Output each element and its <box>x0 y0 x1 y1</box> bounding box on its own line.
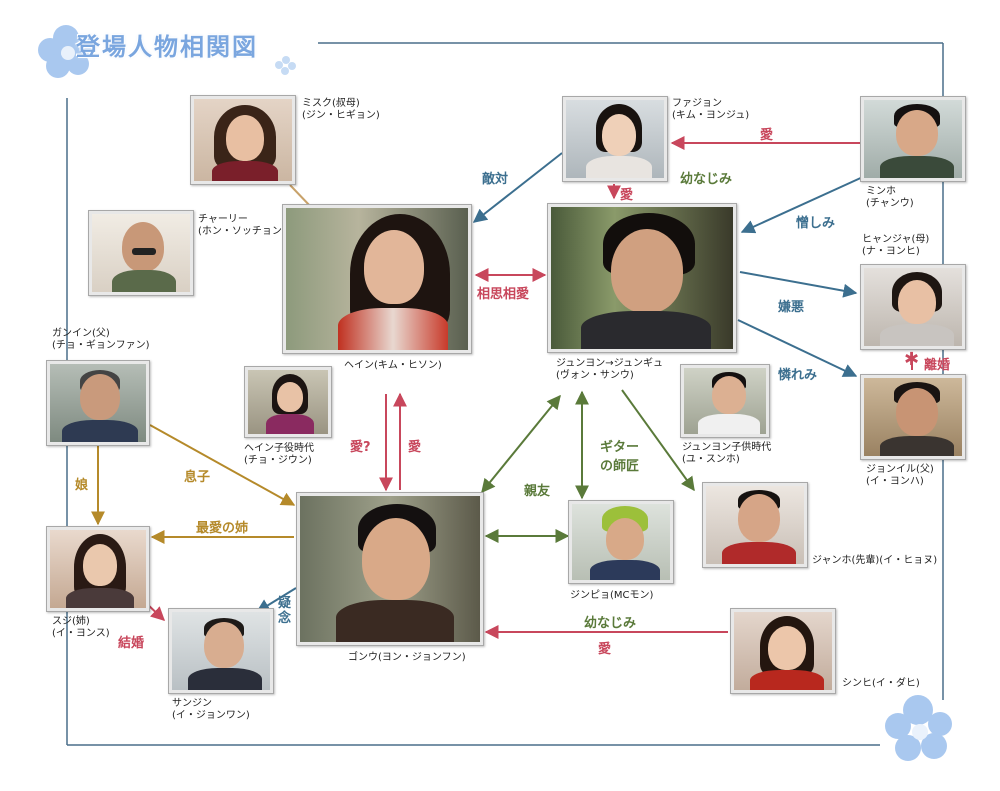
relation-nikushimi: 憎しみ <box>796 216 836 231</box>
relation-soushisouai: 相思相愛 <box>477 287 530 302</box>
relation-osananajimi-1: 幼なじみ <box>680 172 733 187</box>
photo-shinhi <box>730 608 836 694</box>
photo-janho <box>702 482 808 568</box>
caption-junyonkid: ジュンヨン子供時代(ユ・スンホ) <box>682 442 772 465</box>
relation-rikon: 離婚 <box>924 358 951 373</box>
photo-junyon <box>547 203 737 353</box>
caption-sanjin: サンジン(イ・ジョンワン) <box>172 698 250 721</box>
relation-keno: 嫌悪 <box>778 300 805 315</box>
flower-icon <box>275 56 296 75</box>
caption-minho: ミンホ(チャンウ) <box>866 186 914 209</box>
relation-ai-hwajion: 愛 <box>620 188 634 203</box>
caption-misuku: ミスク(叔母)(ジン・ヒギョン) <box>302 98 380 121</box>
photo-heinkid <box>244 366 332 438</box>
relation-ai-shinhi: 愛 <box>598 642 612 657</box>
caption-ganin: ガンイン(父)(チョ・ギョンファン) <box>52 328 150 351</box>
relation-musuko: 息子 <box>184 470 211 485</box>
relation-guitar-2: の師匠 <box>600 459 640 474</box>
photo-gonu <box>296 492 484 646</box>
relation-arrows <box>91 136 913 639</box>
relation-kenen: 疑念 <box>278 596 292 626</box>
caption-shinhi: シンヒ(イ・ダヒ) <box>842 678 920 689</box>
caption-jonil: ジョンイル(父)(イ・ヨンハ) <box>866 464 934 487</box>
relation-saiai: 最愛の姉 <box>196 521 249 536</box>
relation-ai-q: 愛? <box>350 440 371 455</box>
caption-hwajion: ファジョン(キム・ヨンジュ) <box>672 98 750 121</box>
flower-icon <box>885 695 952 761</box>
relation-guitar-1: ギター <box>600 440 640 455</box>
caption-hyanja: ヒャンジャ(母)(ナ・ヨンヒ) <box>862 234 930 257</box>
photo-misuku <box>190 95 296 185</box>
relation-ai-hein: 愛 <box>408 440 422 455</box>
relation-tekitai: 敵対 <box>482 172 509 187</box>
photo-jinpyo <box>568 500 674 584</box>
photo-suji <box>46 526 150 612</box>
photo-junyonkid <box>680 364 770 438</box>
cross-mark-icon: ✱ <box>904 349 920 370</box>
caption-jinpyo: ジンピョ(MCモン) <box>570 590 654 601</box>
caption-hein: ヘイン(キム・ヒソン) <box>344 360 442 371</box>
caption-junyon: ジュンヨン→ジュンギュ(ヴォン・サンウ) <box>556 358 663 381</box>
relation-ai-minho: 愛 <box>760 128 774 143</box>
caption-suji: スジ(姉)(イ・ヨンス) <box>52 616 110 639</box>
relation-awaremi: 憐れみ <box>778 368 818 383</box>
photo-minho <box>860 96 966 182</box>
photo-charlie <box>88 210 194 296</box>
caption-charlie: チャーリー(ホン・ソッチョン) <box>198 214 286 237</box>
photo-jonil <box>860 374 966 460</box>
photo-hyanja <box>860 264 966 350</box>
flower-icon <box>38 25 93 78</box>
relation-kekkon: 結婚 <box>118 636 145 651</box>
relation-shinyu: 親友 <box>524 484 551 499</box>
relation-osananajimi-2: 幼なじみ <box>584 616 637 631</box>
caption-janho: ジャンホ(先輩)(イ・ヒョヌ) <box>812 555 938 566</box>
caption-gonu: ゴンウ(ヨン・ジョンフン) <box>348 652 466 663</box>
diagram-title: 登場人物相関図 <box>76 33 258 61</box>
relation-musume: 娘 <box>75 478 89 493</box>
photo-sanjin <box>168 608 274 694</box>
caption-heinkid: ヘイン子役時代(チョ・ジウン) <box>244 443 314 466</box>
photo-hwajion <box>562 96 668 182</box>
photo-ganin <box>46 360 150 446</box>
photo-hein <box>282 204 472 354</box>
